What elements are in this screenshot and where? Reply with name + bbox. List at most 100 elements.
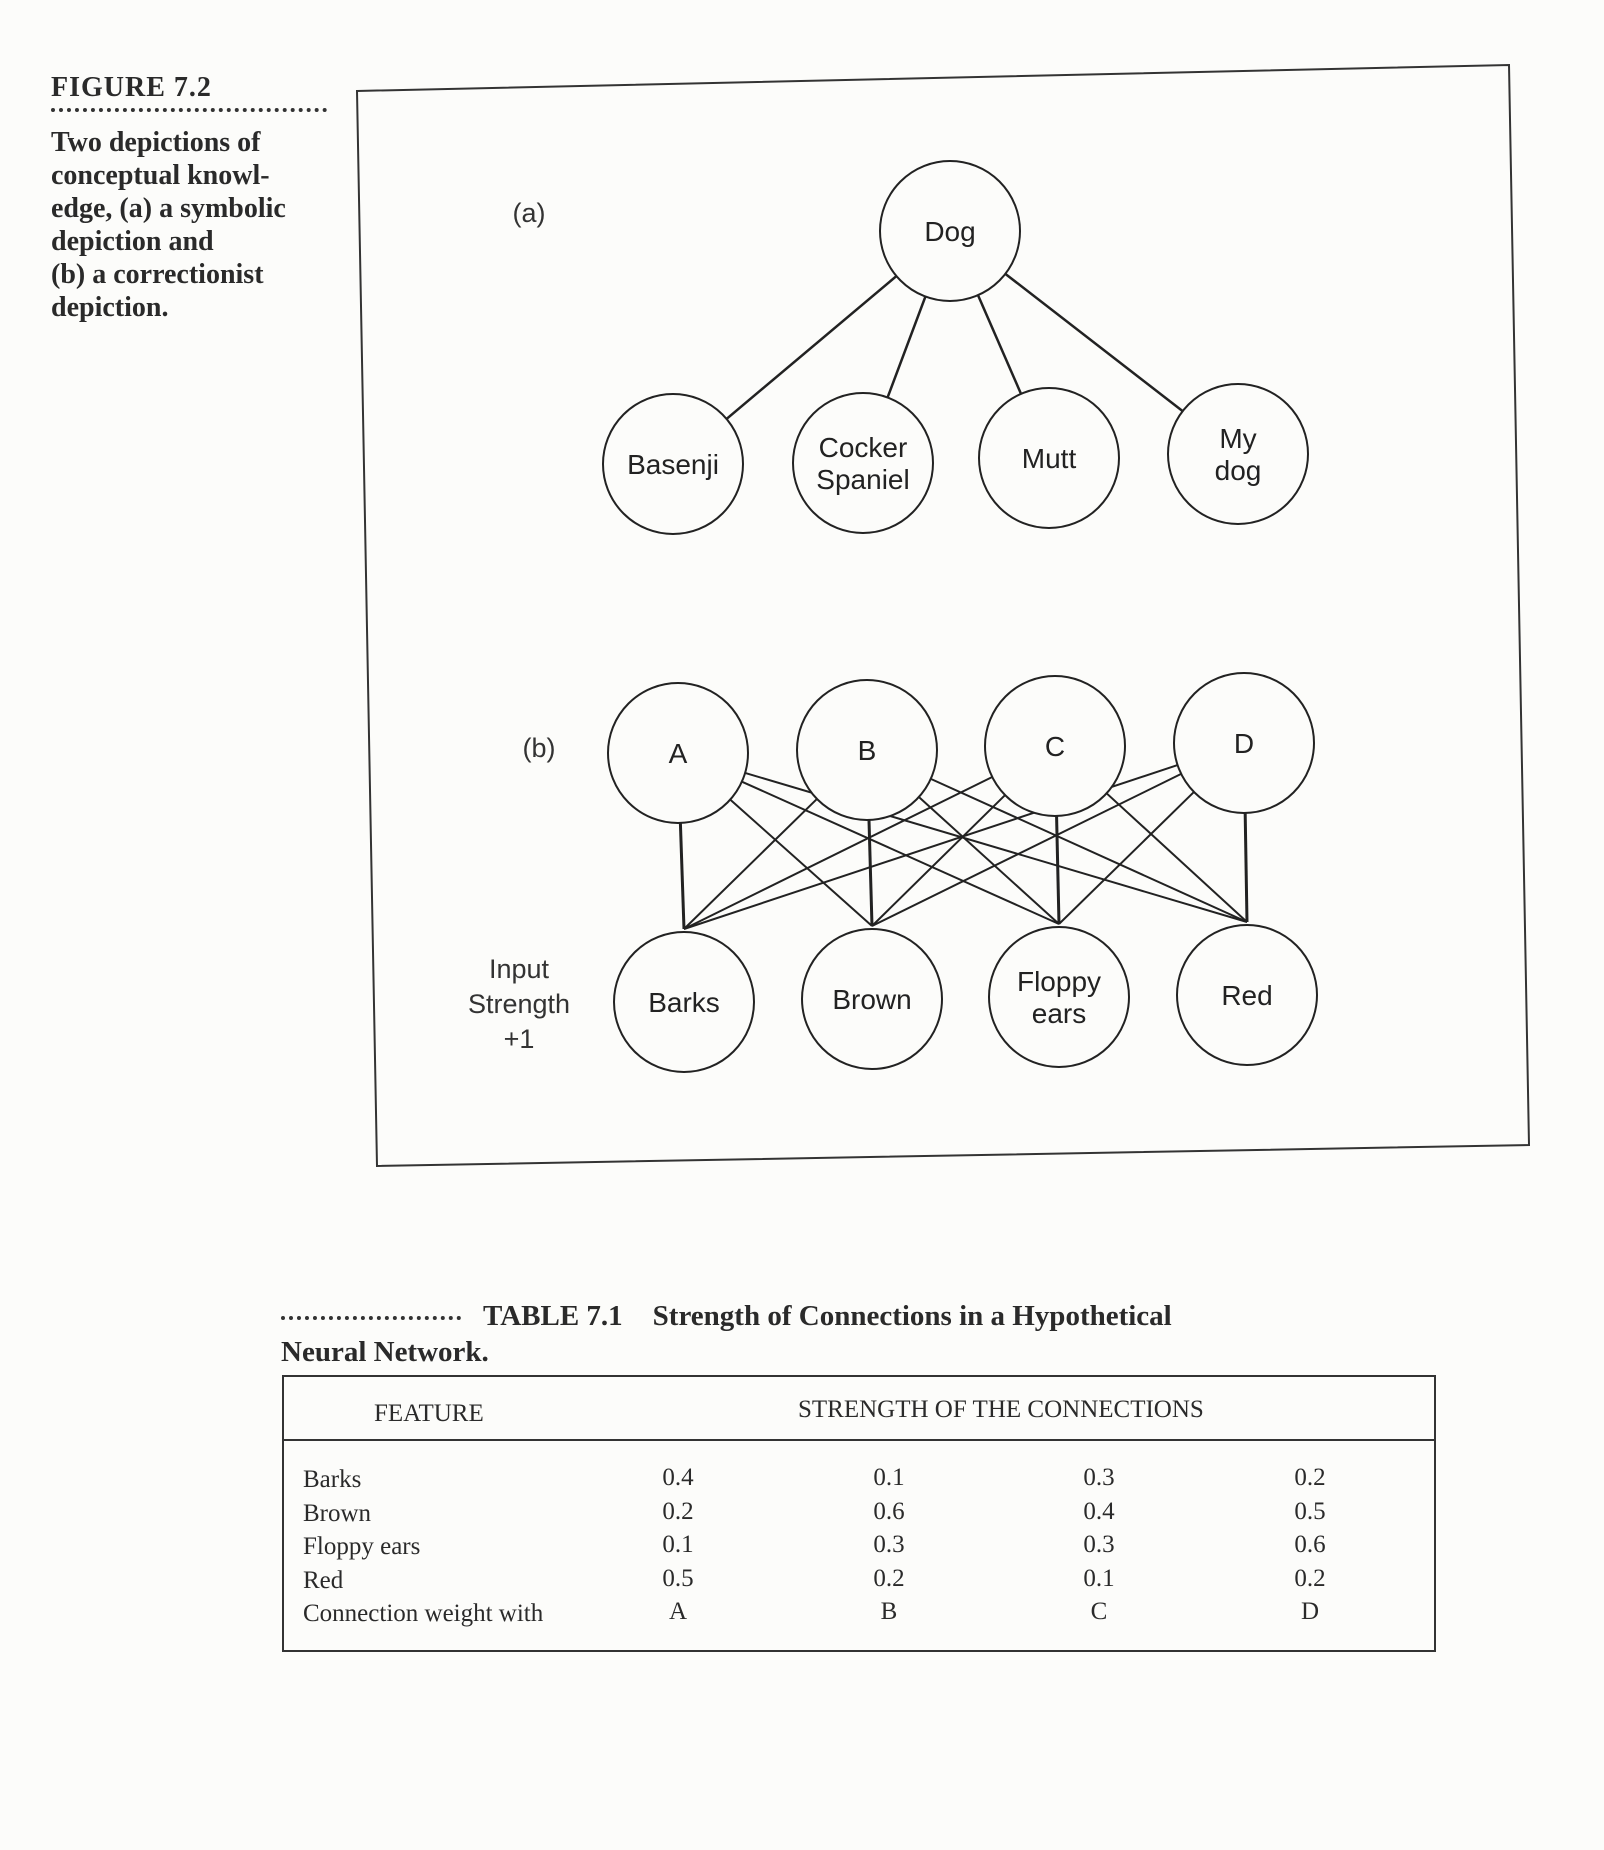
connection-line xyxy=(871,773,1182,927)
node-category: Mutt xyxy=(978,387,1120,529)
node-circle xyxy=(607,682,749,824)
feature-cell: Floppy ears xyxy=(303,1533,421,1560)
node-label: My xyxy=(1219,423,1256,454)
value-cell: C xyxy=(1090,1598,1108,1625)
node-input: Brown xyxy=(801,928,943,1070)
node-label: ears xyxy=(1032,998,1086,1029)
node-circle xyxy=(801,928,943,1070)
node-circle xyxy=(879,160,1021,302)
figure-frame xyxy=(355,63,1531,1168)
value-cell: 0.2 xyxy=(873,1564,905,1592)
connection-line xyxy=(1058,791,1195,925)
input-label-line: Strength xyxy=(468,989,570,1019)
connection-line xyxy=(1105,792,1248,923)
node-circle xyxy=(792,392,934,534)
caption-line: Two depictions of xyxy=(51,127,261,158)
header-feature: FEATURE xyxy=(374,1400,484,1427)
part-b-label: (b) xyxy=(523,733,556,763)
node-dog: Dog xyxy=(879,160,1021,302)
figure-caption: Two depictions of conceptual knowl- edge… xyxy=(51,126,341,324)
part-a-label: (a) xyxy=(513,198,546,228)
node-circle xyxy=(978,387,1120,529)
dotted-rule xyxy=(51,108,327,112)
node-label: Brown xyxy=(832,984,911,1015)
dotted-rule xyxy=(281,1316,461,1321)
node-circle xyxy=(613,931,755,1073)
node-hidden: B xyxy=(796,679,938,821)
caption-line: depiction. xyxy=(51,292,169,323)
node-input: Barks xyxy=(613,931,755,1073)
value-cell: 0.3 xyxy=(1083,1464,1115,1491)
value-cell: 0.2 xyxy=(1294,1464,1326,1491)
node-label: Spaniel xyxy=(816,464,909,495)
node-label: A xyxy=(669,738,688,769)
node-label: dog xyxy=(1215,455,1262,486)
value-cell: 0.4 xyxy=(1083,1497,1115,1525)
connection-line xyxy=(729,798,873,927)
table-title-line2: Neural Network. xyxy=(281,1336,489,1368)
edge-line xyxy=(725,275,898,420)
value-cell: A xyxy=(668,1598,688,1625)
caption-line: conceptual knowl- xyxy=(51,160,270,191)
input-label-line: Input xyxy=(489,954,550,984)
node-label: C xyxy=(1045,731,1065,762)
value-cell: 0.1 xyxy=(1083,1564,1115,1592)
table-frame xyxy=(282,1375,1436,1652)
node-circle xyxy=(602,393,744,535)
connection-line xyxy=(683,776,993,930)
node-label: D xyxy=(1234,728,1254,759)
node-label: Dog xyxy=(924,216,975,247)
feature-cell: Brown xyxy=(303,1499,372,1527)
node-hidden: D xyxy=(1173,672,1315,814)
value-cell: 0.2 xyxy=(1294,1564,1326,1592)
connection-line xyxy=(930,777,1248,923)
connection-line xyxy=(678,822,686,930)
node-label: Barks xyxy=(648,987,720,1018)
caption-line: edge, (a) a symbolic xyxy=(51,193,286,224)
header-strength: STRENGTH OF THE CONNECTIONS xyxy=(798,1396,1204,1423)
feature-cell: Connection weight with xyxy=(303,1600,544,1627)
value-cell: 0.3 xyxy=(873,1531,905,1558)
connection-line xyxy=(918,796,1060,925)
value-cell: 0.6 xyxy=(1294,1531,1326,1558)
node-circle xyxy=(988,926,1130,1068)
node-circle xyxy=(1173,672,1315,814)
value-cell: 0.4 xyxy=(662,1464,694,1491)
node-hidden: C xyxy=(984,675,1126,817)
caption-line: depiction and xyxy=(51,226,214,257)
node-label: Cocker xyxy=(819,432,908,463)
node-label: Mutt xyxy=(1022,443,1077,474)
value-cell: B xyxy=(880,1598,898,1625)
value-cell: 0.2 xyxy=(662,1497,694,1525)
table-number: TABLE 7.1 xyxy=(483,1300,623,1332)
figure-title: FIGURE 7.2 xyxy=(51,72,212,103)
feature-cell: Barks xyxy=(303,1466,362,1493)
node-circle xyxy=(1176,924,1318,1066)
value-cell: 0.1 xyxy=(873,1464,905,1491)
node-category: Basenji xyxy=(602,393,744,535)
connection-line xyxy=(1243,812,1249,923)
value-cell: 0.3 xyxy=(1083,1531,1115,1558)
node-circle xyxy=(1167,383,1309,525)
connection-line xyxy=(1055,815,1061,925)
value-cell: 0.5 xyxy=(662,1564,694,1592)
edge-line xyxy=(976,294,1023,395)
value-cell: 0.6 xyxy=(873,1497,905,1525)
table-header-rule xyxy=(282,1439,1434,1441)
node-label: Red xyxy=(1221,980,1272,1011)
value-cell: D xyxy=(1300,1598,1320,1625)
connection-line xyxy=(683,798,818,930)
edge-line xyxy=(1004,272,1184,413)
edge-line xyxy=(886,296,927,398)
value-cell: 0.5 xyxy=(1294,1497,1326,1525)
node-label: B xyxy=(858,735,877,766)
connection-line xyxy=(741,780,1060,925)
node-hidden: A xyxy=(607,682,749,824)
node-label: Basenji xyxy=(627,449,719,480)
node-circle xyxy=(984,675,1126,817)
